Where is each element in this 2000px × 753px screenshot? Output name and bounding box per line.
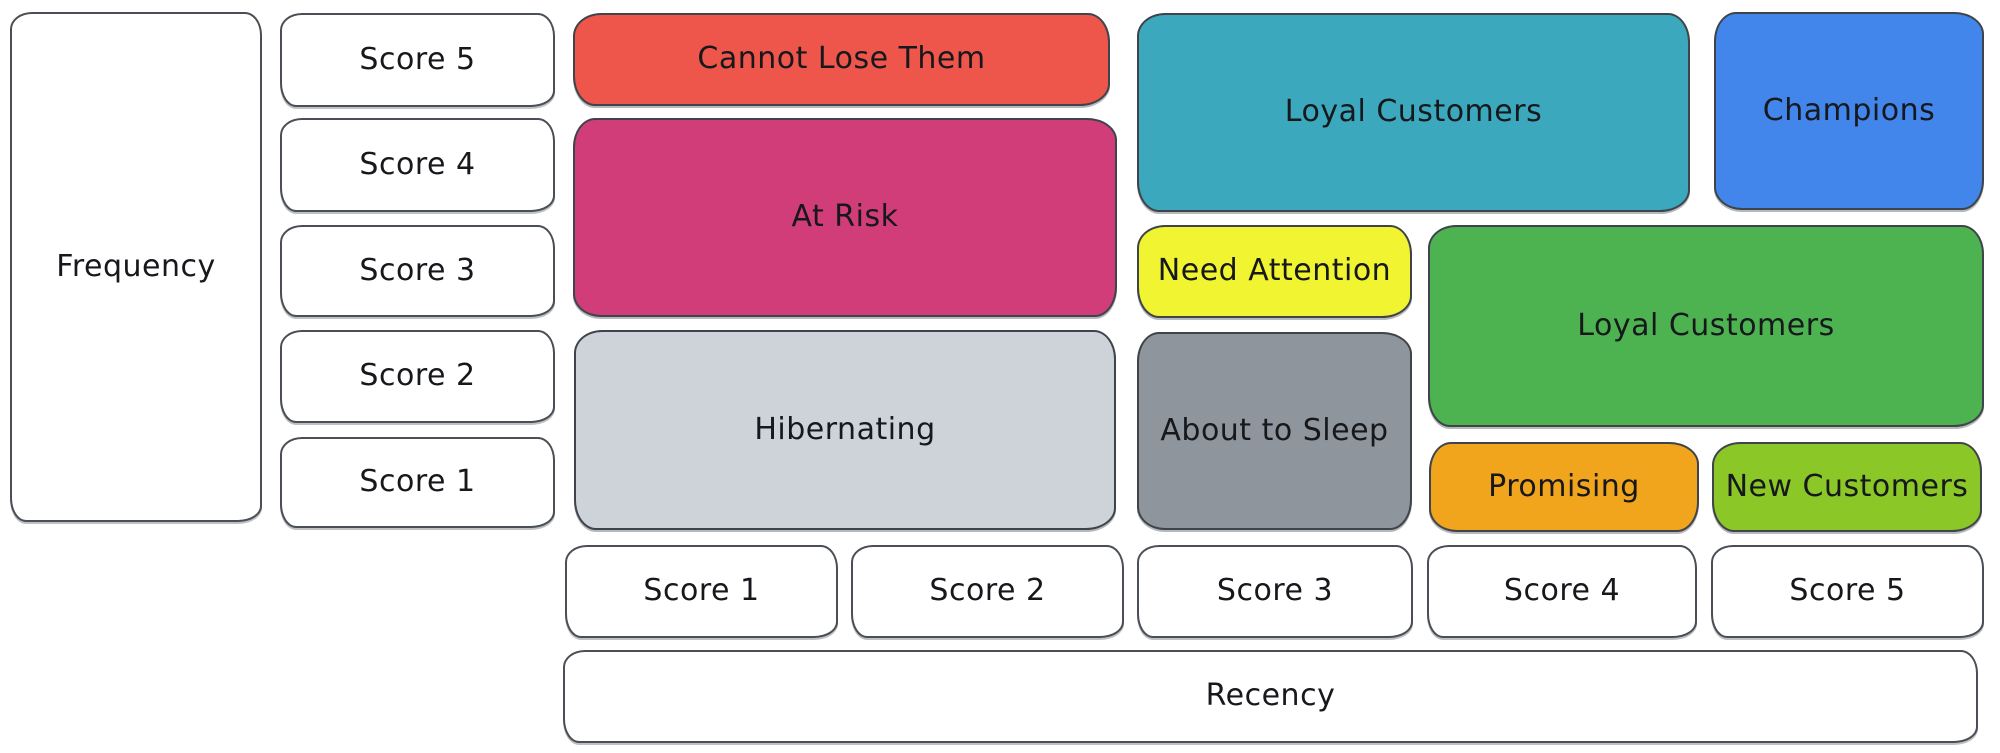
segment-promising: Promising <box>1429 442 1699 532</box>
recency-score-2: Score 2 <box>851 545 1124 638</box>
recency-score-3: Score 3 <box>1137 545 1413 638</box>
frequency-score-2: Score 2 <box>280 330 555 423</box>
frequency-axis-box: Frequency <box>10 12 262 522</box>
recency-score-1: Score 1 <box>565 545 838 638</box>
frequency-score-5: Score 5 <box>280 13 555 107</box>
segment-new-customers: New Customers <box>1712 442 1982 532</box>
recency-axis-box: Recency <box>563 650 1978 743</box>
frequency-score-3: Score 3 <box>280 225 555 317</box>
segment-need-attention: Need Attention <box>1137 225 1412 318</box>
segment-cannot-lose-them: Cannot Lose Them <box>573 13 1110 106</box>
segment-hibernating: Hibernating <box>574 330 1116 530</box>
recency-score-5: Score 5 <box>1711 545 1984 638</box>
frequency-score-4: Score 4 <box>280 118 555 212</box>
segment-loyal-customers-top: Loyal Customers <box>1137 13 1690 212</box>
segment-loyal-customers-right: Loyal Customers <box>1428 225 1984 427</box>
segment-about-to-sleep: About to Sleep <box>1137 332 1412 530</box>
segment-champions: Champions <box>1714 12 1984 210</box>
segment-at-risk: At Risk <box>573 118 1117 317</box>
frequency-score-1: Score 1 <box>280 437 555 528</box>
recency-score-4: Score 4 <box>1427 545 1697 638</box>
